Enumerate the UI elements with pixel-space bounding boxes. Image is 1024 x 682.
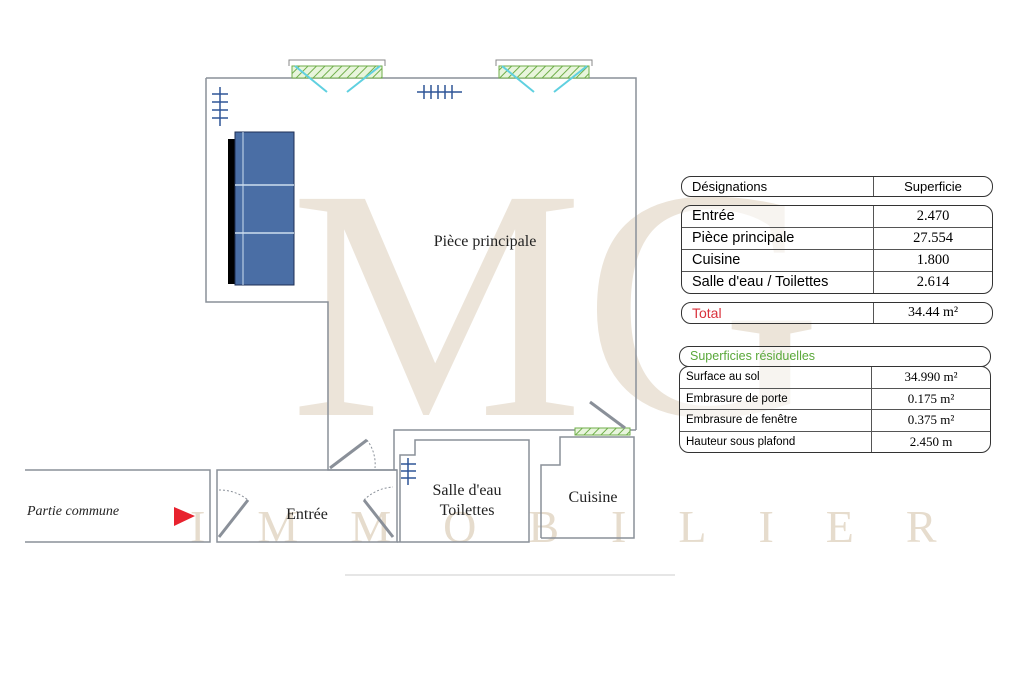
doors	[217, 438, 395, 538]
row-name: Cuisine	[682, 250, 874, 271]
room-label-entree: Entrée	[286, 506, 328, 523]
row-value: 2.614	[916, 274, 950, 290]
table-row: Cuisine 1.800	[682, 249, 992, 271]
radiator-top-icon	[417, 85, 462, 99]
table-row: Salle d'eau / Toilettes 2.614	[682, 271, 992, 293]
entrance-arrow-icon	[174, 507, 195, 526]
row-name: Hauteur sous plafond	[680, 431, 872, 452]
row-value: 2.450 m	[909, 433, 953, 449]
kitchen-window-sash	[589, 400, 626, 430]
residual-title: Superficies résiduelles	[690, 349, 816, 363]
row-value: 2.470	[916, 208, 950, 224]
row-name: Salle d'eau / Toilettes	[682, 272, 874, 293]
table-row: Embrasure de fenêtre 0.375 m²	[680, 409, 990, 431]
kitchen-window	[574, 427, 631, 436]
row-value: 0.175 m²	[907, 390, 955, 406]
window-right	[495, 59, 593, 93]
salle-deau-text: Salle d'eau	[432, 482, 502, 499]
radiator-icon	[212, 87, 228, 126]
row-value: 27.554	[913, 230, 953, 246]
table-row: Entrée 2.470	[682, 206, 992, 227]
total-row: Total 34.44 m²	[681, 302, 993, 324]
total-label: Total	[682, 303, 874, 323]
table-row: Embrasure de porte 0.175 m²	[680, 387, 990, 409]
room-label-partie-commune: Partie commune	[27, 504, 120, 519]
room-label-cuisine: Cuisine	[568, 489, 618, 506]
header-designation: Désignations	[682, 177, 874, 196]
table-row: Surface au sol 34.990 m²	[680, 367, 990, 388]
residual-table: Surface au sol 34.990 m² Embrasure de por…	[679, 366, 991, 453]
row-value: 34.990 m²	[904, 369, 958, 384]
residual-title-bar: Superficies résiduelles	[679, 346, 991, 367]
header-superficie: Superficie	[904, 179, 962, 194]
room-label-piece-principale: Pièce principale	[433, 233, 537, 250]
bed-icon	[228, 131, 295, 286]
row-value: 1.800	[916, 252, 950, 268]
row-name: Surface au sol	[680, 367, 872, 388]
table-row: Hauteur sous plafond 2.450 m	[680, 430, 990, 452]
watermark-text: IMMOBILIER	[190, 501, 989, 552]
row-name: Pièce principale	[682, 228, 874, 249]
table-row: Pièce principale 27.554	[682, 227, 992, 249]
table-header: Désignations Superficie	[681, 176, 993, 197]
row-value: 0.375 m²	[907, 412, 955, 427]
area-table: Entrée 2.470 Pièce principale 27.554 Cuisi…	[681, 205, 993, 294]
row-name: Entrée	[682, 206, 874, 227]
row-name: Embrasure de porte	[680, 388, 872, 409]
total-value: 34.44 m²	[907, 305, 959, 320]
window-left	[288, 59, 386, 93]
row-name: Embrasure de fenêtre	[680, 410, 872, 431]
radiator-bathroom-icon	[401, 458, 416, 485]
toilettes-text: Toilettes	[439, 502, 495, 519]
